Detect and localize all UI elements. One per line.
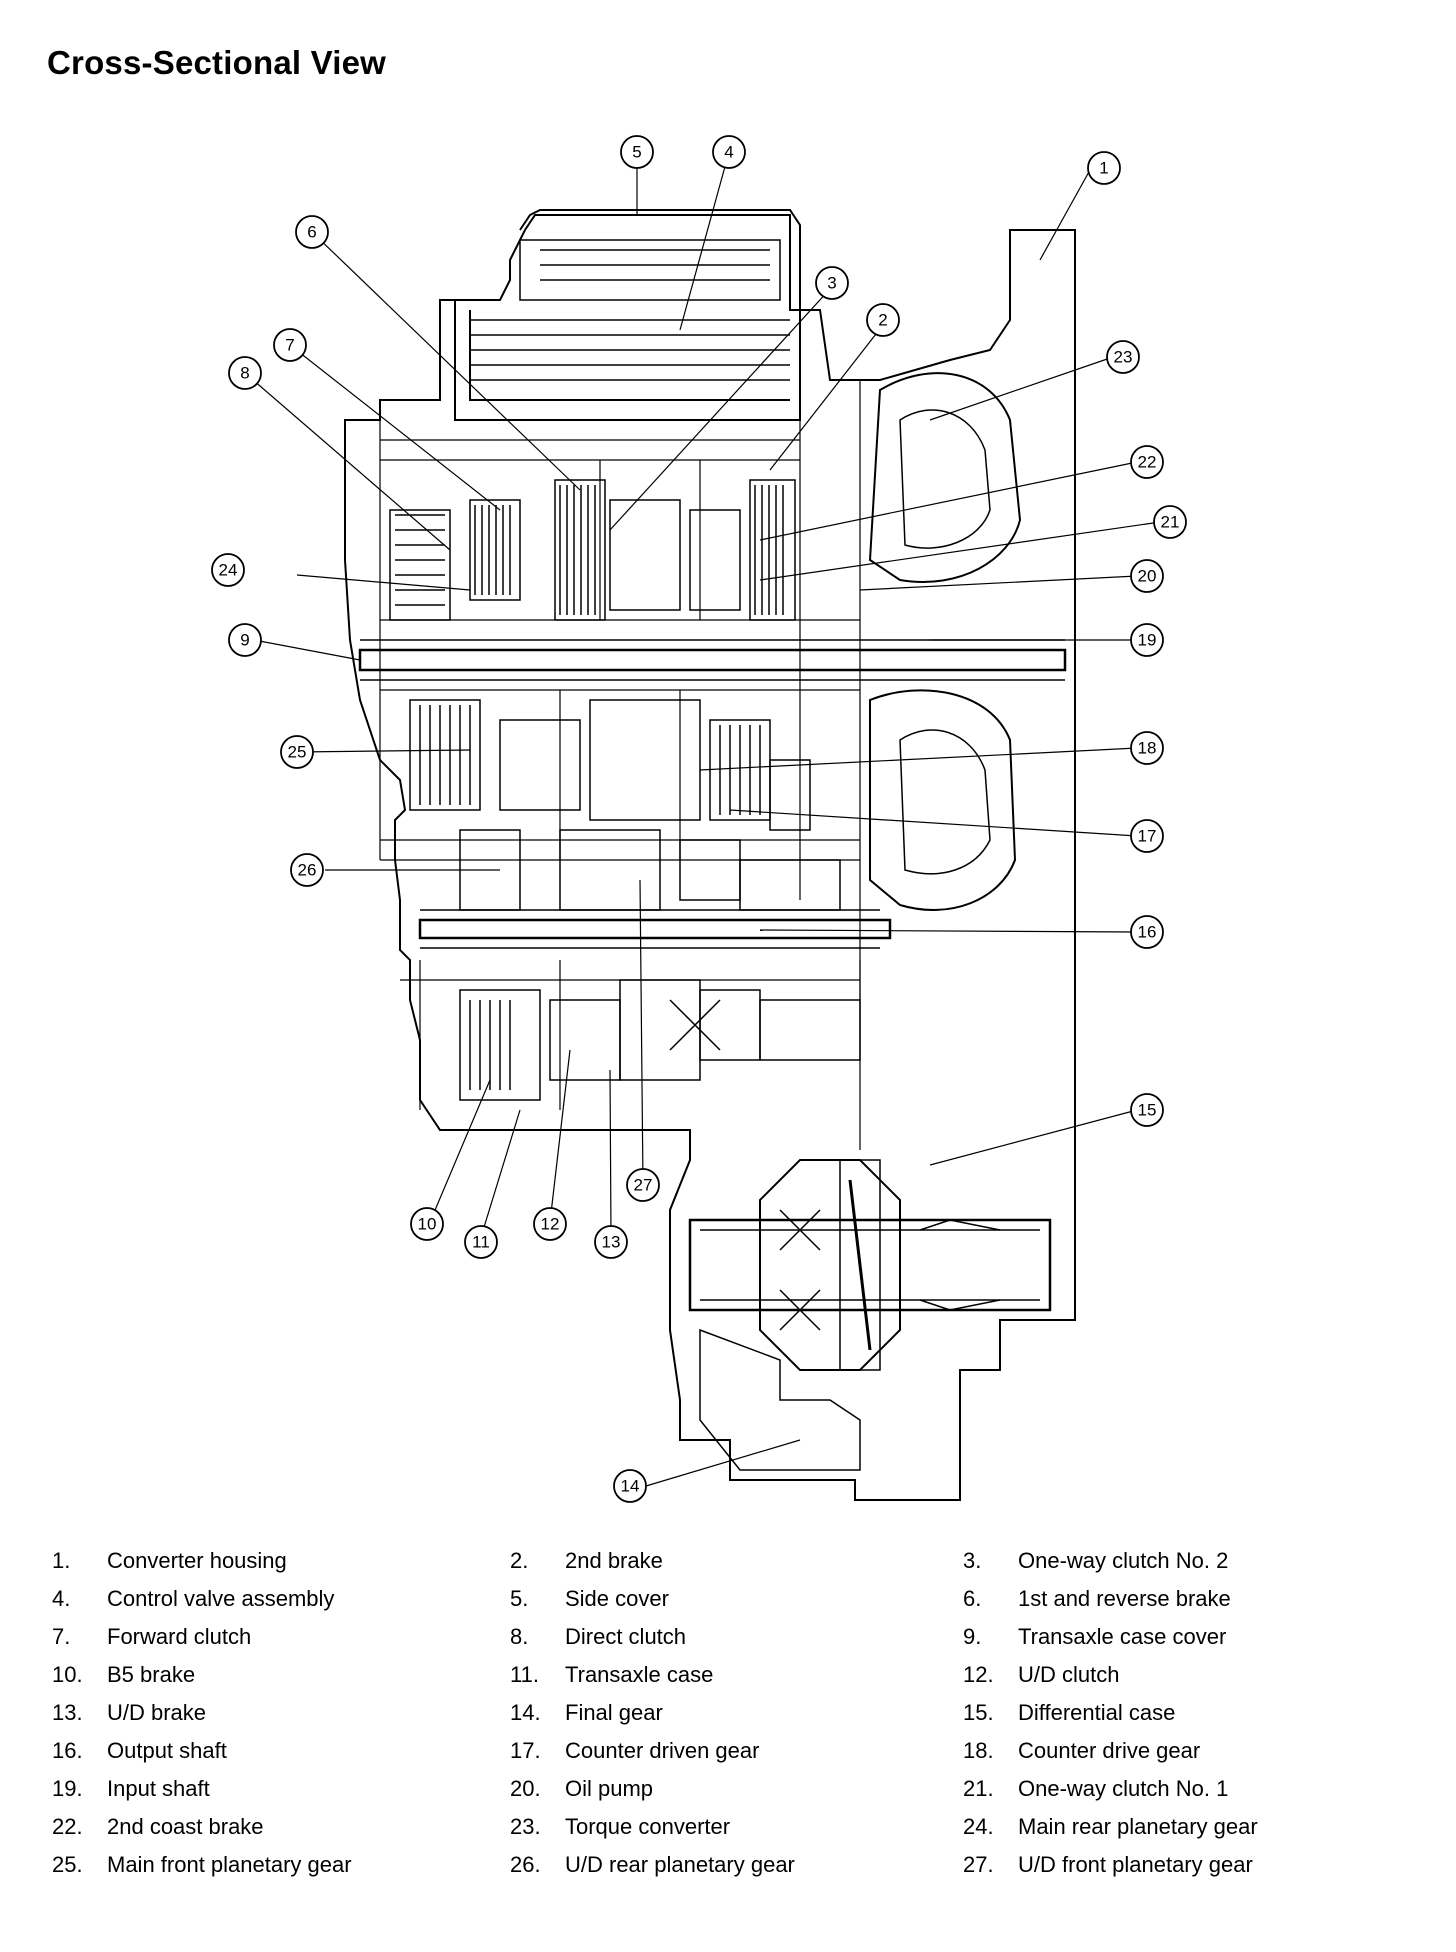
callout-15: 15 xyxy=(1138,1101,1157,1120)
callout-3: 3 xyxy=(827,274,836,293)
callout-8: 8 xyxy=(240,364,249,383)
callout-23: 23 xyxy=(1114,348,1133,367)
transaxle-cross-section-diagram: 1 2 3 4 5 6 7 8 9 10 11 12 13 14 15 16 1… xyxy=(211,135,1187,1503)
callout-2: 2 xyxy=(878,311,887,330)
callout-17: 17 xyxy=(1138,827,1157,846)
callout-20: 20 xyxy=(1138,567,1157,586)
callout-12: 12 xyxy=(541,1215,560,1234)
input-shaft xyxy=(358,648,1067,672)
callout-13: 13 xyxy=(602,1233,621,1252)
callout-6: 6 xyxy=(307,223,316,242)
callout-24: 24 xyxy=(219,561,238,580)
callout-14: 14 xyxy=(621,1477,640,1496)
converter-housing-outline xyxy=(344,214,1076,1501)
callout-22: 22 xyxy=(1138,453,1157,472)
callout-25: 25 xyxy=(288,743,307,762)
callout-9: 9 xyxy=(240,631,249,650)
callout-4: 4 xyxy=(724,143,733,162)
differential-assembly xyxy=(688,1159,1052,1371)
torque-converter-upper xyxy=(868,372,1022,583)
callout-7: 7 xyxy=(285,336,294,355)
final-gear-housing xyxy=(699,1328,861,1471)
callout-10: 10 xyxy=(418,1215,437,1234)
callout-21: 21 xyxy=(1161,513,1180,532)
output-shaft xyxy=(418,918,892,940)
parts-legend: 1.Converter housing 2.2nd brake 3.One-wa… xyxy=(52,1548,1258,1877)
callout-16: 16 xyxy=(1138,923,1157,942)
callout-18: 18 xyxy=(1138,739,1157,758)
callout-27: 27 xyxy=(634,1176,653,1195)
callout-5: 5 xyxy=(632,143,641,162)
callout-19: 19 xyxy=(1138,631,1157,650)
torque-converter-lower xyxy=(869,689,1017,911)
callout-26: 26 xyxy=(298,861,317,880)
callout-11: 11 xyxy=(472,1233,490,1252)
side-cover-outline xyxy=(519,209,801,400)
page-title: Cross-Sectional View xyxy=(47,44,387,81)
callout-1: 1 xyxy=(1099,159,1108,178)
